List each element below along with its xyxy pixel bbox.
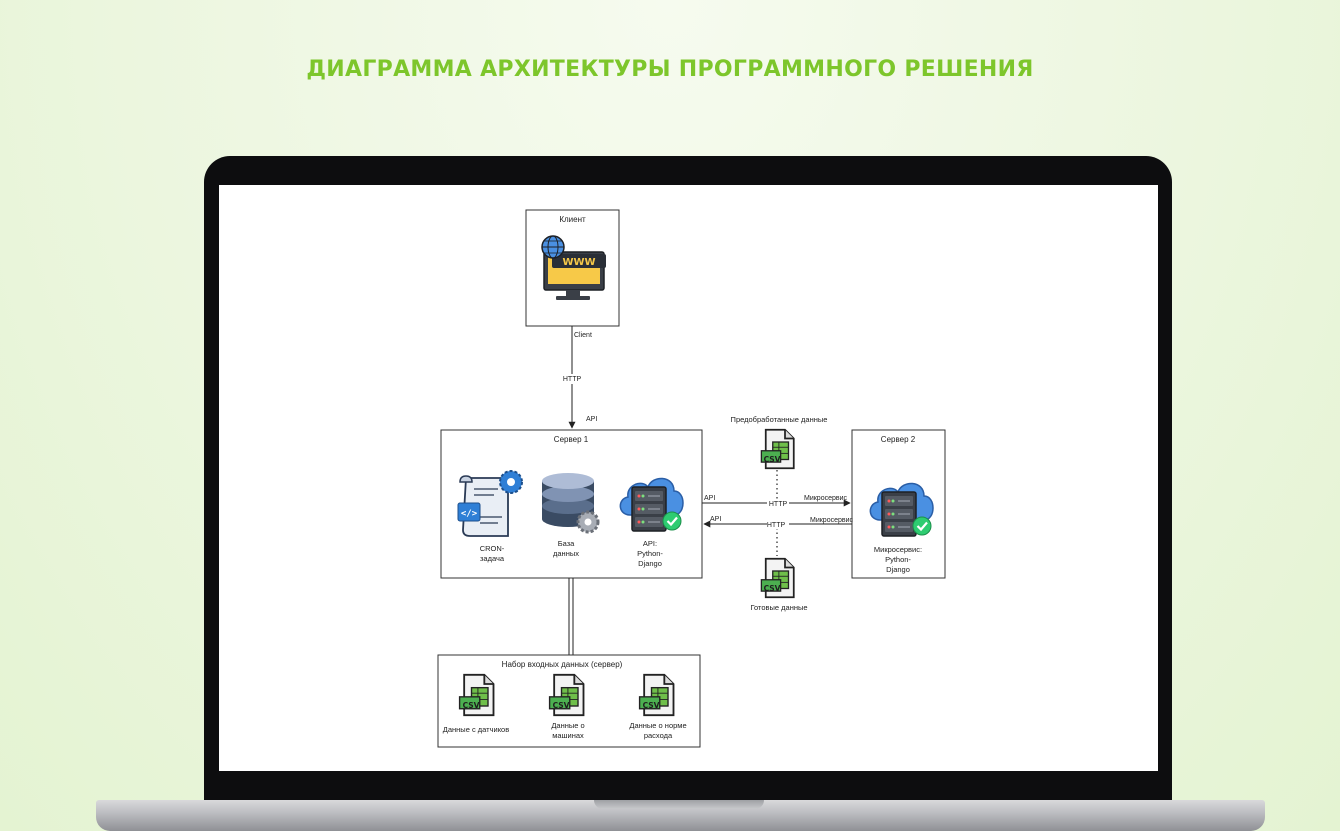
server2-title: Сервер 2 [881, 435, 916, 444]
csv-badge: CSV [764, 584, 781, 593]
api-label-2: Python- [637, 549, 663, 558]
norm-label-1: Данные о норме [629, 721, 686, 730]
web-monitor-icon: WWW [541, 235, 606, 300]
www-badge: WWW [562, 257, 595, 268]
norm-label-2: расхода [644, 731, 673, 740]
svg-text:</>: </> [461, 509, 478, 519]
csv-badge: CSV [764, 455, 781, 464]
server2-node: Сервер 2 Микросервис: Python- Django [851, 429, 946, 579]
input-dataset-node: Набор входных данных (сервер) CSV Данные… [437, 654, 701, 748]
edge-bottom-http: HTTP [767, 522, 786, 529]
slide-title: ДИАГРАММА АРХИТЕКТУРЫ ПРОГРАММНОГО РЕШЕН… [306, 57, 1034, 82]
preprocessed-label: Предобработанные данные [731, 415, 828, 424]
server-input-edge [568, 578, 574, 655]
edge-top-ms: Микросервис [804, 495, 848, 502]
ms-label-2: Python- [885, 555, 911, 564]
server-server-edges: API HTTP Микросервис API HTTP Микросерви… [702, 470, 854, 556]
api-label-1: API: [643, 539, 657, 548]
server1-node: Сервер 1 </> CRON- задача База данных AP… [440, 429, 703, 579]
database-icon [542, 473, 600, 534]
csv-badge: CSV [553, 701, 570, 710]
server1-title: Сервер 1 [554, 435, 589, 444]
machines-label-2: машинах [552, 731, 584, 740]
ready-label: Готовые данные [750, 603, 807, 612]
edge-bottom-ms: Микросервис [810, 517, 854, 524]
client-server-edge: Client HTTP API [563, 326, 597, 429]
laptop-notch [594, 800, 764, 809]
csv-badge: CSV [643, 701, 660, 710]
input-set-title: Набор входных данных (сервер) [502, 660, 623, 669]
csv-badge: CSV [463, 701, 480, 710]
ready-data-node: CSV Готовые данные [750, 557, 808, 612]
edge-bottom-api: API [710, 516, 721, 523]
cron-label-2: задача [480, 554, 505, 563]
cron-label-1: CRON- [480, 544, 505, 553]
api-label-3: Django [638, 559, 662, 568]
sensors-label: Данные с датчиков [443, 725, 509, 734]
ms-label-1: Микросервис: [874, 545, 922, 554]
client-title: Клиент [559, 215, 586, 224]
client-node: Клиент WWW [525, 209, 620, 327]
db-label-1: База [558, 539, 575, 548]
machines-label-1: Данные о [551, 721, 584, 730]
edge-label-api: API [586, 416, 597, 423]
edge-label-client: Client [574, 332, 592, 339]
db-label-2: данных [553, 549, 579, 558]
cron-script-icon: </> [457, 470, 523, 537]
edge-label-http: HTTP [563, 376, 582, 383]
ms-label-3: Django [886, 565, 910, 574]
edge-top-http: HTTP [769, 501, 788, 508]
preprocessed-data-node: Предобработанные данные CSV [731, 415, 828, 470]
edge-top-api: API [704, 495, 715, 502]
